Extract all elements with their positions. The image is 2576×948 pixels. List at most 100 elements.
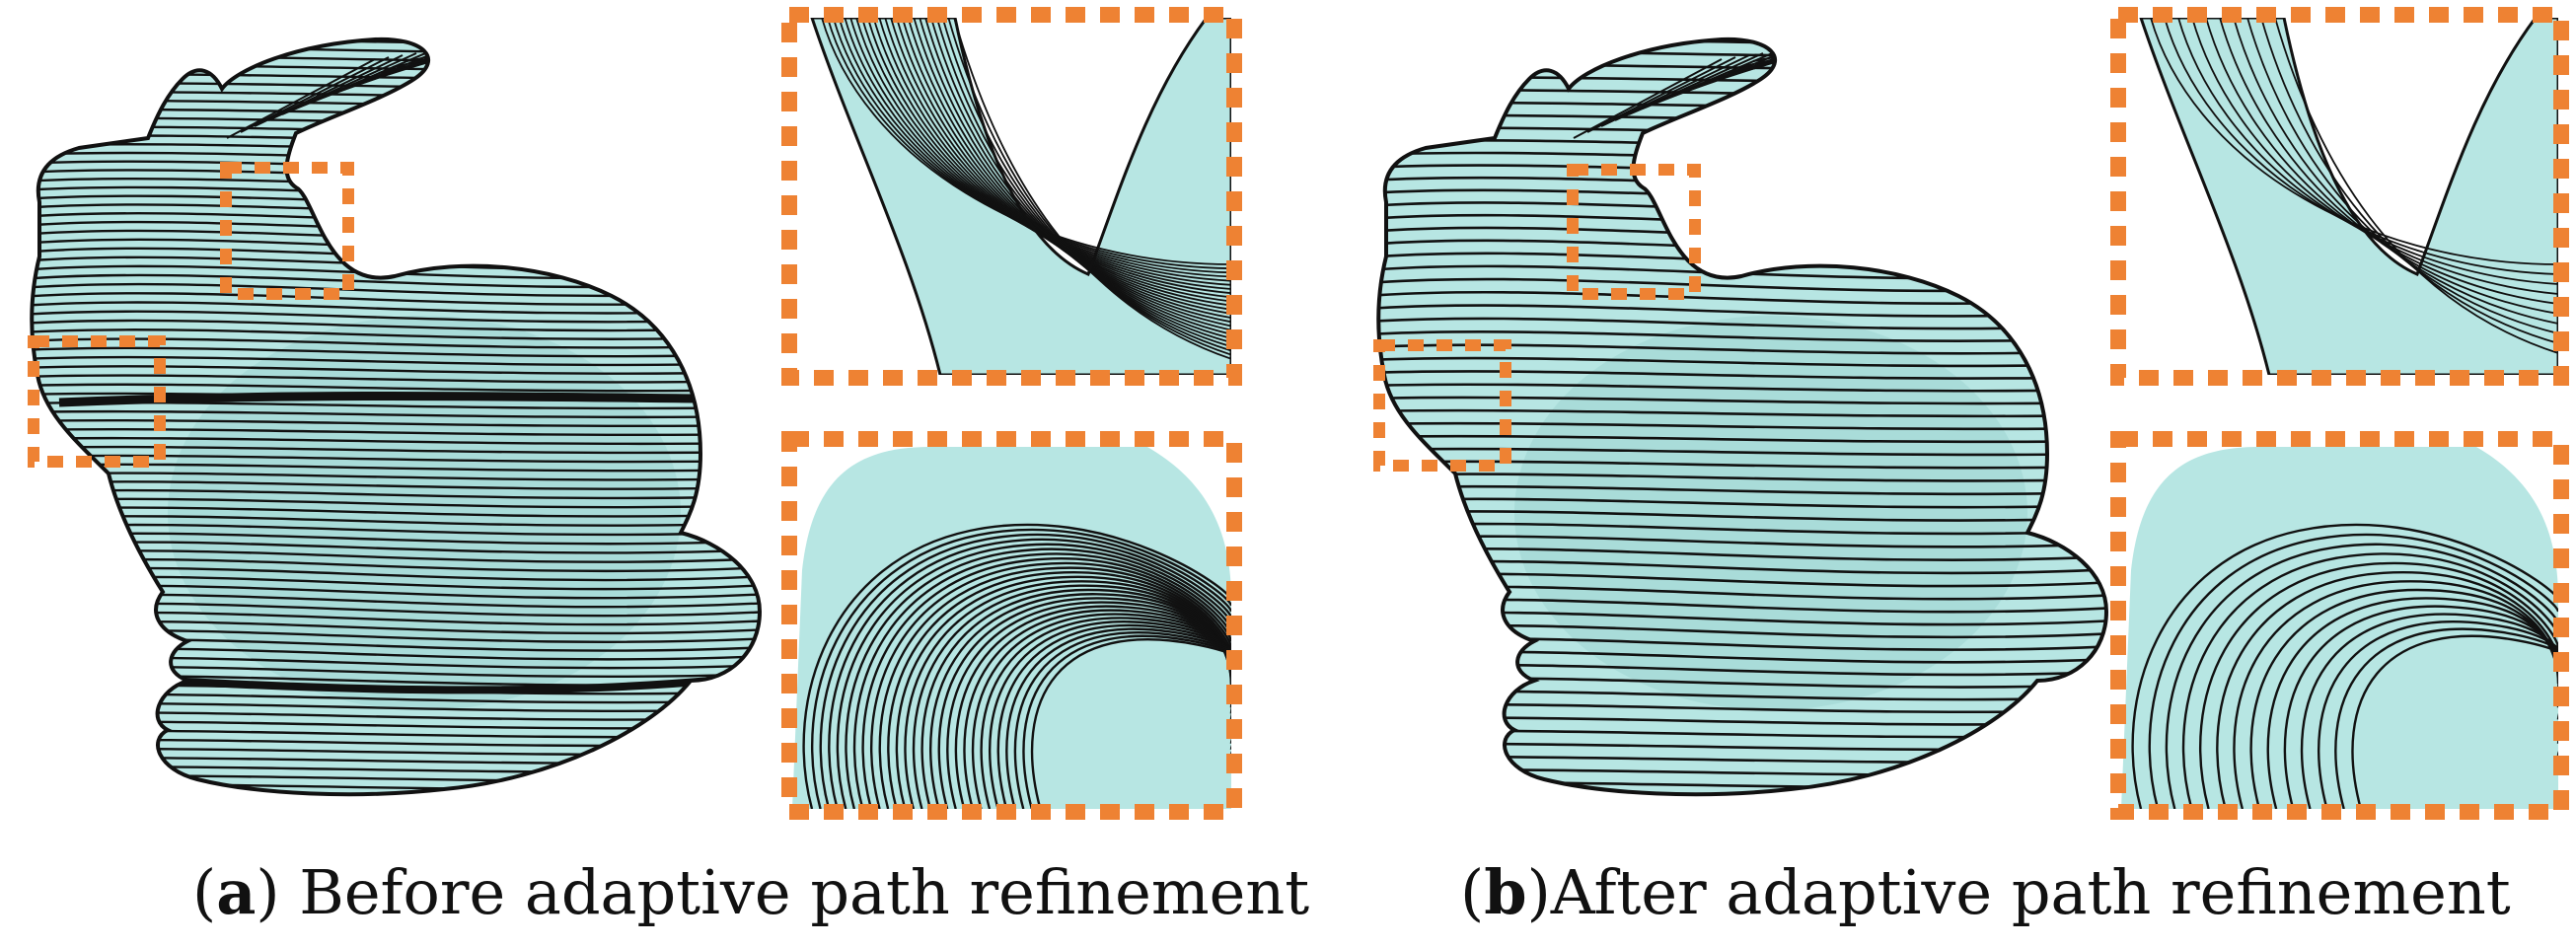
toolpath-line <box>826 18 1231 270</box>
zoom-outline <box>810 18 1231 375</box>
toolpath-line <box>2274 18 2558 354</box>
toolpath-line <box>32 365 760 375</box>
toolpath-line <box>872 18 1231 303</box>
toolpath-line <box>20 802 770 808</box>
toolpath-line <box>1378 421 2106 431</box>
zoom-inset-body-frame <box>781 431 1242 820</box>
toolpath-line <box>849 18 1231 286</box>
toolpath-line <box>2219 18 2558 315</box>
toolpath-line <box>996 623 1231 809</box>
toolpath-line <box>2233 18 2558 325</box>
toolpath-line <box>802 523 1231 809</box>
bunny-outline <box>30 36 763 797</box>
zoom-inset-ear-frame <box>2110 7 2569 386</box>
toolpath-line <box>895 575 1231 809</box>
zoom-inset-body <box>2110 431 2569 820</box>
highlight-box-ear <box>1567 164 1701 300</box>
toolpath-line <box>866 18 1231 299</box>
toolpath-line <box>2131 523 2558 809</box>
toolpath-line <box>1378 126 2106 136</box>
toolpath-line <box>1573 58 1723 139</box>
toolpath-line <box>1378 317 2106 330</box>
bunny-outline <box>1376 36 2109 797</box>
toolpath-line <box>954 605 1231 809</box>
toolpath-line <box>2283 605 2558 809</box>
toolpath-line <box>32 409 760 419</box>
toolpath-line <box>832 18 1231 274</box>
toolpath-line <box>953 18 1231 360</box>
caption-label: b <box>1484 856 1527 928</box>
toolpath-line <box>828 538 1231 809</box>
toolpath-line <box>2334 627 2558 809</box>
toolpath-line <box>1031 638 1231 809</box>
panel-b <box>1373 7 2569 820</box>
toolpath-line <box>32 346 760 358</box>
toolpath-line <box>890 18 1231 315</box>
toolpath-line <box>1022 634 1231 809</box>
toolpath-line <box>32 383 760 393</box>
toolpath-line <box>32 355 760 367</box>
toolpath-line <box>989 620 1231 809</box>
toolpath-line <box>2164 18 2558 275</box>
toolpath-line <box>870 561 1231 809</box>
toolpath-line <box>878 18 1231 307</box>
toolpath-line <box>1013 631 1231 809</box>
toolpath-line <box>240 56 390 133</box>
toolpath-line <box>838 18 1231 278</box>
zoom-surface <box>792 447 1231 809</box>
caption-b: (b)After adaptive path refinement <box>1460 856 2511 928</box>
toolpath-line <box>2150 18 2558 265</box>
panel-a <box>20 7 1242 820</box>
toolpath-line <box>2216 571 2558 809</box>
toolpath-line <box>963 609 1231 809</box>
toolpath-line <box>836 543 1231 809</box>
highlight-box-face <box>1373 339 1511 472</box>
toolpath-line <box>32 99 760 109</box>
toolpath-line <box>32 337 760 349</box>
toolpath-line <box>32 436 760 446</box>
toolpath-line <box>32 328 760 340</box>
toolpath-line <box>32 427 760 437</box>
toolpath-line <box>1378 793 2106 795</box>
toolpath-line <box>1378 101 2106 110</box>
toolpath-line <box>941 18 1231 352</box>
layer-artifact <box>167 677 711 694</box>
toolpath-line <box>32 310 760 324</box>
toolpath-line <box>971 613 1231 809</box>
toolpath-line <box>32 418 760 428</box>
toolpath-line <box>811 528 1231 809</box>
toolpath-line <box>884 18 1231 311</box>
toolpath-line <box>32 108 760 117</box>
toolpath-line <box>845 547 1231 809</box>
toolpath-line <box>895 18 1231 320</box>
toolpath-line <box>226 58 376 139</box>
caption-text: Before adaptive path refinement <box>299 856 1310 928</box>
toolpath-line <box>1378 330 2106 342</box>
toolpath-line <box>32 454 760 464</box>
toolpath-line <box>2260 18 2558 344</box>
toolpath-line <box>821 18 1231 265</box>
toolpath-line <box>878 566 1231 809</box>
toolpath-line <box>2199 561 2558 809</box>
toolpath-line <box>2181 552 2558 809</box>
toolpath-line <box>32 125 760 135</box>
zoom-surface <box>2121 447 2558 809</box>
toolpath-line <box>32 116 760 126</box>
highlight-box-ear <box>220 162 354 300</box>
toolpath-line <box>907 18 1231 328</box>
toolpath-line <box>2191 18 2558 295</box>
toolpath-line <box>1378 434 2106 444</box>
zoom-inset-body <box>781 431 1242 820</box>
toolpath-line <box>1378 447 2106 457</box>
zoom-outline <box>2139 18 2558 375</box>
toolpath-line <box>887 571 1231 809</box>
toolpath-line <box>852 552 1231 809</box>
toolpath-line <box>901 18 1231 324</box>
caption-a: (a) Before adaptive path refinement <box>192 856 1310 928</box>
toolpath-line <box>919 18 1231 335</box>
bunny-model-after <box>1376 36 2109 797</box>
zoom-inset-ear <box>781 7 1242 386</box>
toolpath-line <box>32 319 760 332</box>
toolpath-line <box>2318 620 2558 809</box>
toolpath-line <box>1005 627 1231 809</box>
